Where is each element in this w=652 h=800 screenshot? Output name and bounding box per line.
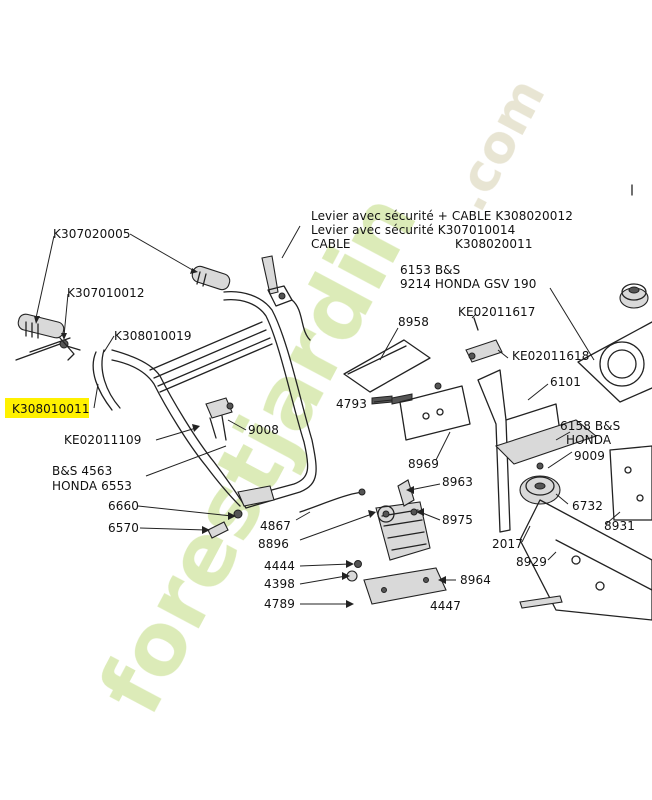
shaft-part [519,595,563,609]
label-4789[interactable]: 4789 [264,597,295,611]
label-9009[interactable]: 9009 [574,449,605,463]
watermark-text: forestjardin [80,178,437,730]
label-cable-ref[interactable]: K308020011 [455,237,533,251]
clamp-part [205,397,234,441]
left-grip-part [15,313,81,361]
label-honda9214[interactable]: 9214 HONDA GSV 190 [400,277,537,291]
label-6101[interactable]: 6101 [550,375,581,389]
ke-small-parts [465,317,503,363]
part-labels: Levier avec sécurité + CABLE K308020012 … [12,209,635,613]
right-grip-part [191,265,231,291]
bolt-4793-part [371,382,442,405]
safety-lever-part [261,255,311,341]
label-8958[interactable]: 8958 [398,315,429,329]
plate-8964-part [363,567,447,605]
watermark-domain: .com [439,69,558,221]
label-honda[interactable]: HONDA [566,433,612,447]
label-ke02011109[interactable]: KE02011109 [64,433,142,447]
label-bs6153[interactable]: 6153 B&S [400,263,460,277]
label-4447[interactable]: 4447 [430,599,461,613]
plate-8958-part [343,339,431,393]
label-4444[interactable]: 4444 [264,559,295,573]
label-ke02011618[interactable]: KE02011618 [512,349,590,363]
label-4398[interactable]: 4398 [264,577,295,591]
frame-6101-part [477,369,598,533]
plate-8969-part [399,385,471,441]
label-9008[interactable]: 9008 [248,423,279,437]
label-k307010012[interactable]: K307010012 [67,286,145,300]
label-bs6158[interactable]: 6158 B&S [560,419,620,433]
label-cable[interactable]: CABLE [311,237,351,251]
label-8975[interactable]: 8975 [442,513,473,527]
part-drawings [15,184,652,621]
label-lever-cable[interactable]: Levier avec sécurité + CABLE K308020012 [311,209,573,223]
label-4793[interactable]: 4793 [336,397,367,411]
label-honda6553[interactable]: HONDA 6553 [52,479,132,493]
label-4867[interactable]: 4867 [260,519,291,533]
label-8964[interactable]: 8964 [460,573,491,587]
label-ke02011617[interactable]: KE02011617 [458,305,536,319]
label-8896[interactable]: 8896 [258,537,289,551]
pulley-6732-part [519,462,561,505]
cable-4867-part [299,491,363,513]
label-8963[interactable]: 8963 [442,475,473,489]
label-8969[interactable]: 8969 [408,457,439,471]
pulley-part [619,283,649,309]
label-8931[interactable]: 8931 [604,519,635,533]
leader-lines [34,225,621,608]
bolt-parts [207,509,243,539]
highlight-box [5,398,89,418]
label-8929[interactable]: 8929 [516,555,547,569]
bracket-8963-part [397,479,415,507]
label-k307020005[interactable]: K307020005 [53,227,131,241]
label-lever[interactable]: Levier avec sécurité K307010014 [311,223,515,237]
label-bs4563[interactable]: B&S 4563 [52,464,112,478]
label-6660[interactable]: 6660 [108,499,139,513]
engine-plate-part [577,321,652,403]
label-6732[interactable]: 6732 [572,499,603,513]
nut-part [354,560,362,568]
handlebar-tube-part [111,290,317,509]
label-k308010019[interactable]: K308010019 [114,329,192,343]
housing-8929-part [519,445,652,621]
label-6570[interactable]: 6570 [108,521,139,535]
cable-loop-part [92,349,121,411]
label-k308010011[interactable]: K308010011 [12,402,90,416]
label-2017[interactable]: 2017 [492,537,523,551]
